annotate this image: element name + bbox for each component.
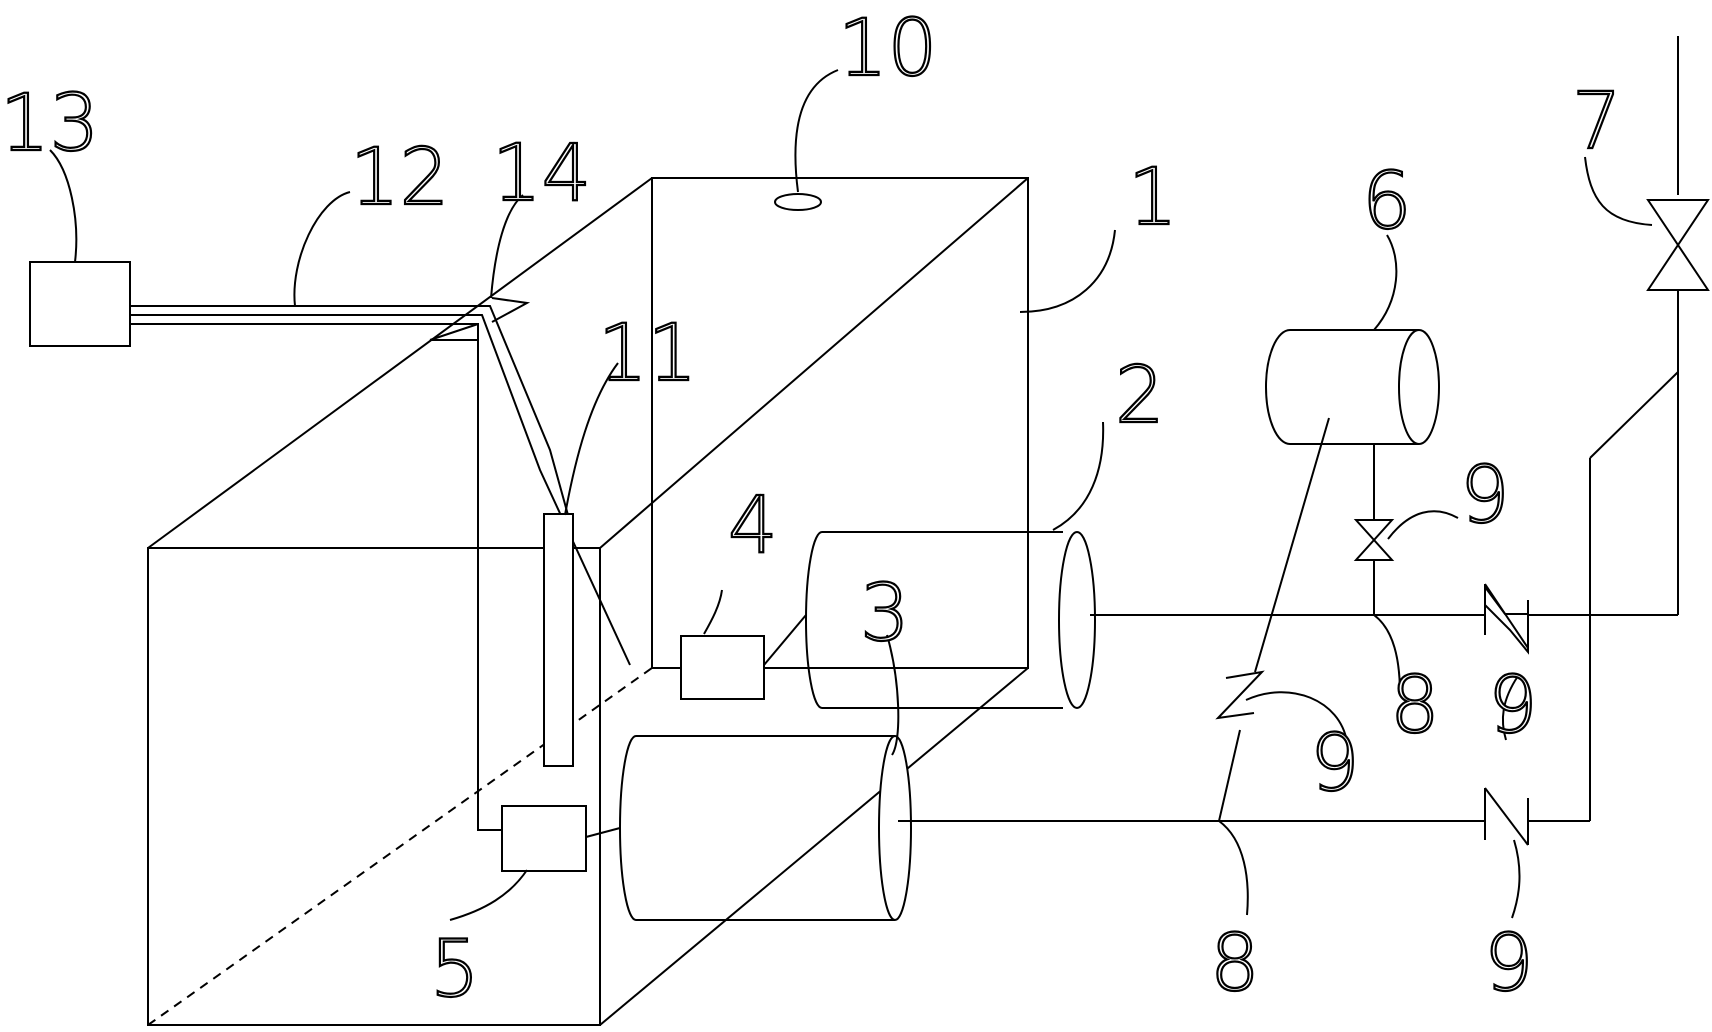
label-cable: 12 <box>350 133 449 223</box>
bracket <box>429 297 531 341</box>
upper-pump-link <box>763 614 807 666</box>
label-upper-pump: 4 <box>728 481 778 571</box>
upper-cylinder <box>805 531 1096 709</box>
label-valve-diagonal: 9 <box>1310 719 1360 809</box>
label-lower-pump: 5 <box>430 925 480 1015</box>
label-valve-upper-right: 9 <box>1488 661 1538 751</box>
labels: 1 2 3 4 5 6 7 8 8 9 9 9 9 10 11 12 13 14 <box>0 3 1623 1016</box>
piping <box>898 36 1679 822</box>
cable <box>130 305 631 831</box>
top-cylinder <box>1265 329 1440 445</box>
vent-opening <box>774 193 822 211</box>
valve-upper-right-stroke <box>1484 583 1529 649</box>
label-junction-lower: 8 <box>1210 919 1260 1009</box>
label-upper-cylinder: 2 <box>1115 351 1165 441</box>
level-sensor <box>543 513 574 767</box>
label-junction-upper: 8 <box>1390 661 1440 751</box>
cable-strand-1 <box>130 305 569 516</box>
cable-strand-2 <box>130 314 631 666</box>
label-main-valve: 7 <box>1572 77 1622 167</box>
valve-diagonal <box>1215 670 1265 720</box>
label-bracket: 14 <box>492 129 591 219</box>
valve-top <box>1353 519 1395 561</box>
main-valve <box>1646 199 1710 291</box>
controller-box <box>29 261 131 347</box>
label-valve-lower-right: 9 <box>1484 919 1534 1009</box>
lower-pump <box>501 805 587 872</box>
label-vent: 10 <box>838 4 937 94</box>
cable-strand-3 <box>130 323 502 831</box>
tank-edge-top-left <box>147 177 653 549</box>
label-level-sensor: 11 <box>598 309 697 399</box>
valve-upper-right <box>1484 586 1529 655</box>
lower-pump-link <box>585 827 621 838</box>
lower-cylinder <box>619 735 912 921</box>
label-controller: 13 <box>0 79 99 169</box>
tank-edge-top-right <box>599 177 1029 549</box>
label-lower-cylinder: 3 <box>860 569 910 659</box>
upper-pump <box>680 635 765 700</box>
label-valve-top: 9 <box>1460 451 1510 541</box>
valve-lower-right <box>1484 787 1529 846</box>
label-tank: 1 <box>1128 153 1178 243</box>
leader-lines <box>49 69 1653 921</box>
tank-back-face <box>651 177 1029 669</box>
tank-edge-bottom-right <box>599 667 1029 1026</box>
tank-front-face <box>147 547 601 1026</box>
label-top-cylinder: 6 <box>1362 157 1412 247</box>
